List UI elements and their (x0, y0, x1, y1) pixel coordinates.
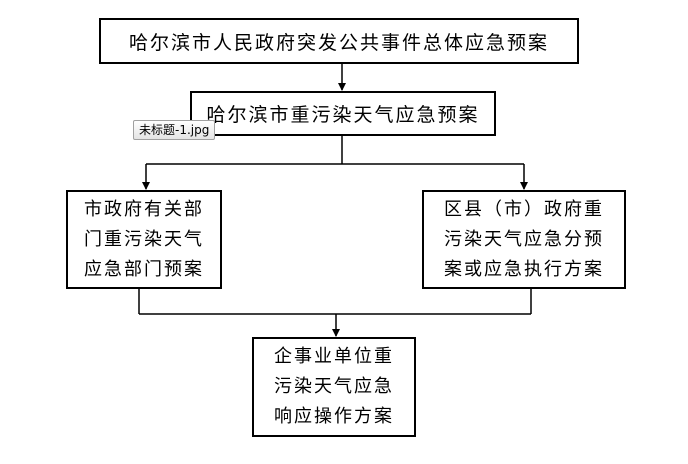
node-district-plan: 区县（市）政府重污染天气应急分预案或应急执行方案 (422, 190, 626, 289)
node-enterprise-plan-label: 企事业单位重污染天气应急响应操作方案 (274, 346, 394, 427)
node-department-plan-label: 市政府有关部门重污染天气应急部门预案 (84, 198, 204, 280)
node-heavy-pollution-plan-label: 哈尔滨市重污染天气应急预案 (206, 104, 480, 126)
node-master-emergency-plan: 哈尔滨市人民政府突发公共事件总体应急预案 (99, 18, 579, 64)
node-department-plan: 市政府有关部门重污染天气应急部门预案 (66, 190, 222, 289)
node-enterprise-plan: 企事业单位重污染天气应急响应操作方案 (252, 337, 416, 437)
image-filename-tooltip: 未标题-1.jpg (133, 120, 216, 140)
node-master-emergency-plan-label: 哈尔滨市人民政府突发公共事件总体应急预案 (128, 31, 549, 54)
node-district-plan-label: 区县（市）政府重污染天气应急分预案或应急执行方案 (444, 198, 604, 280)
node-heavy-pollution-plan: 哈尔滨市重污染天气应急预案 (190, 91, 496, 136)
